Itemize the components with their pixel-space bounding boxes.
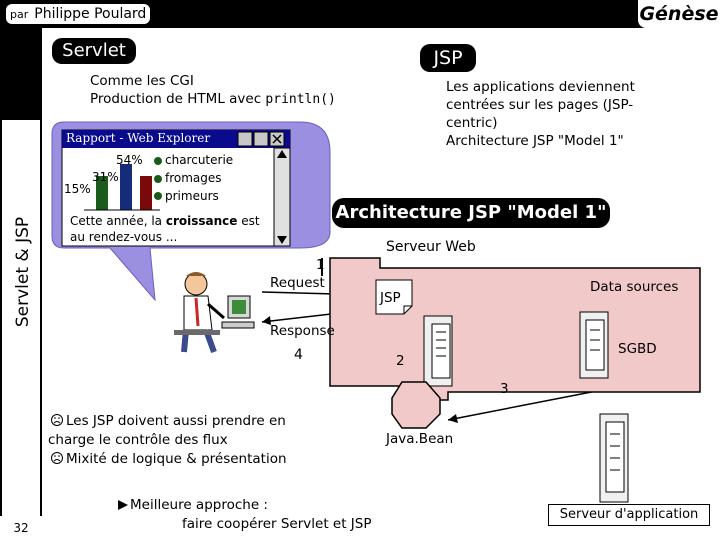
- jsp-line: Architecture JSP "Model 1": [446, 133, 624, 149]
- response-label: Response: [270, 323, 335, 339]
- conclusion-line2: faire coopérer Servlet et JSP: [182, 516, 372, 532]
- javabean-icon: [391, 381, 441, 429]
- report-window: [61, 129, 291, 247]
- maximize-icon: [253, 131, 269, 147]
- scrollbar: [273, 147, 291, 247]
- legend-dot-charcuterie: [154, 157, 162, 165]
- report-text-bold: croissance: [165, 214, 238, 228]
- par-label: par: [10, 8, 29, 21]
- web-server-label: Serveur Web: [386, 239, 476, 255]
- bean-to-server-arrow: [447, 387, 613, 421]
- frown-face-icon: [51, 414, 63, 426]
- legend-charcuterie: charcuterie: [165, 153, 234, 167]
- page-number: 32: [0, 516, 42, 540]
- jsp-description: Les applications deviennent centrées sur…: [446, 78, 635, 150]
- percent-31: 31%: [92, 170, 119, 184]
- author-credit: par Philippe Poulard: [6, 4, 151, 24]
- user-at-computer-icon: [174, 272, 255, 354]
- author-name: Philippe Poulard: [34, 6, 147, 22]
- servlet-line2-text: Production de HTML avec: [90, 91, 266, 107]
- jsp-label: JSP: [380, 290, 401, 306]
- minimize-icon: [237, 131, 253, 147]
- servlet-badge: Servlet: [52, 38, 136, 64]
- right-arrow-icon: [118, 500, 128, 510]
- legend-dot-fromages: [154, 175, 162, 183]
- jsp-badge: JSP: [420, 44, 476, 72]
- servlet-line1: Comme les CGI: [90, 73, 194, 89]
- note-bullet1: Les JSP doivent aussi prendre en: [66, 413, 286, 429]
- app-server-icon: [599, 413, 629, 503]
- jsp-document-icon: [375, 279, 413, 315]
- request-label: Request: [270, 275, 325, 291]
- legend-fromages: fromages: [165, 171, 222, 185]
- bar-primeurs: [140, 176, 152, 210]
- println-code: println(): [265, 92, 336, 107]
- legend-primeurs: primeurs: [165, 189, 219, 203]
- step-3: 3: [500, 381, 509, 397]
- bar-fromages: [96, 176, 108, 210]
- note-bullet1-cont: charge le contrôle des flux: [48, 432, 228, 448]
- jsp-line: centrées sur les pages (JSP-: [446, 97, 634, 113]
- scroll-down-icon: [277, 236, 287, 244]
- frown-face-icon: [51, 452, 63, 464]
- jsp-line: Les applications deviennent: [446, 79, 635, 95]
- note-bullet2: Mixité de logique & présentation: [66, 451, 287, 467]
- web-server-icon: [423, 315, 453, 387]
- report-title: Rapport - Web Explorer: [66, 131, 211, 145]
- sidebar-panel: [2, 120, 40, 518]
- sgbd-label: SGBD: [618, 341, 657, 357]
- percent-15: 15%: [64, 182, 91, 196]
- database-server-icon: [579, 311, 609, 379]
- step-1: 1: [316, 257, 325, 273]
- report-text-line2: au rendez-vous ...: [70, 230, 178, 244]
- report-text-line1: Cette année, la croissance est: [70, 214, 260, 228]
- legend-dot-primeurs: [154, 192, 162, 200]
- percent-54: 54%: [116, 153, 143, 167]
- app-server-label: Serveur d'application: [548, 504, 710, 526]
- slide-title: Génèse: [638, 0, 720, 28]
- jsp-line: centric): [446, 115, 498, 131]
- bar-charcuterie: [120, 164, 132, 210]
- report-text-b: est: [237, 214, 260, 228]
- report-text-a: Cette année, la: [70, 214, 166, 228]
- javabean-label: Java.Bean: [386, 431, 454, 447]
- data-sources-label: Data sources: [590, 279, 679, 295]
- architecture-heading: Architecture JSP "Model 1": [332, 198, 610, 228]
- conclusion-line1: Meilleure approche :: [130, 497, 268, 513]
- step-4: 4: [294, 347, 303, 363]
- scroll-up-icon: [277, 150, 287, 158]
- servlet-line2: Production de HTML avec println(): [90, 90, 336, 109]
- step-2: 2: [396, 353, 405, 369]
